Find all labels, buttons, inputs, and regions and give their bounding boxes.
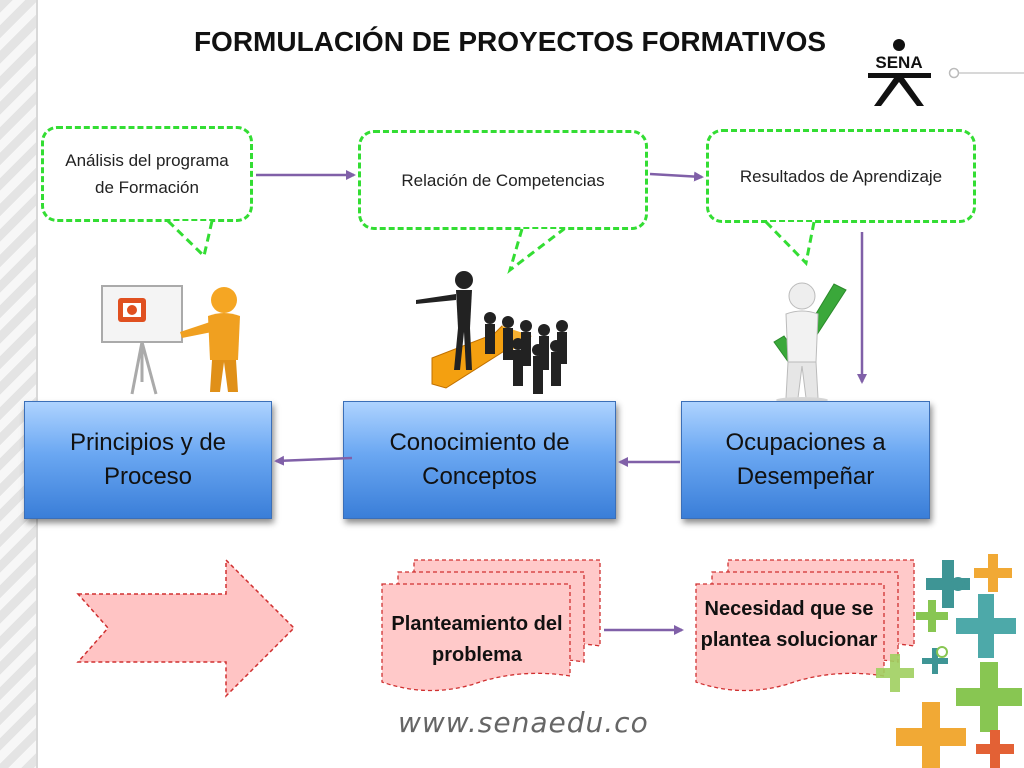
box-ocupaciones-text: Ocupaciones a Desempeñar <box>725 429 886 490</box>
presenter-figure-image <box>101 285 240 395</box>
box-ocupaciones: Ocupaciones a Desempeñar <box>681 401 930 519</box>
logo-connector-line <box>948 67 1024 79</box>
callout-relacion-tail <box>507 227 565 274</box>
team-leader-figure-image <box>416 271 568 394</box>
callout-relacion: Relación de Competencias <box>358 130 648 230</box>
doc-necesidad-text: Necesidad que se plantea solucionar <box>700 598 878 651</box>
doc-planteamiento-text: Planteamiento del problema <box>391 613 563 666</box>
footer-url: www.senaedu.co <box>398 706 649 739</box>
checkmark-figure-image <box>773 282 847 402</box>
sena-logo-text: SENA <box>875 53 922 72</box>
callout-resultados: Resultados de Aprendizaje <box>706 129 976 223</box>
callout-resultados-text: Resultados de Aprendizaje <box>739 166 943 186</box>
sena-logo: SENA <box>868 39 931 106</box>
document-stack-planteamiento <box>381 559 601 692</box>
box-principios: Principios y de Proceso <box>24 401 272 519</box>
callout-analisis-text: Análisis del programa de Formación <box>65 151 229 197</box>
decorative-plus-signs <box>876 554 1022 768</box>
callout-relacion-text: Relación de Competencias <box>401 170 605 190</box>
left-stripe-decoration <box>0 0 36 768</box>
document-stack-necesidad <box>695 559 915 692</box>
pink-block-arrow <box>76 558 296 698</box>
slide-title: FORMULACIÓN DE PROYECTOS FORMATIVOS <box>193 26 827 57</box>
box-principios-text: Principios y de Proceso <box>69 429 227 490</box>
box-conocimiento: Conocimiento de Conceptos <box>343 401 616 519</box>
callout-resultados-tail <box>764 220 816 267</box>
callout-analisis-tail <box>166 219 214 259</box>
arrow-relacion-to-resultados <box>649 171 704 182</box>
left-stripe-edge <box>36 0 38 768</box>
box-conocimiento-text: Conocimiento de Conceptos <box>389 429 570 490</box>
arrow-conocimiento-to-principios <box>274 455 353 466</box>
callout-analisis: Análisis del programa de Formación <box>41 126 253 222</box>
